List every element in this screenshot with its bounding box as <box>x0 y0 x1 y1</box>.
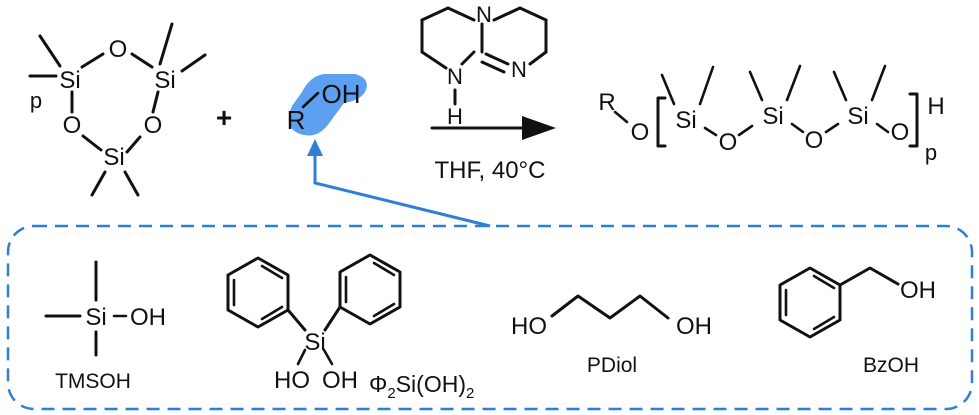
product-o-3: O <box>805 127 824 154</box>
tbd-h: H <box>447 104 463 129</box>
bzoh-structure: OH BzOH <box>778 266 936 377</box>
initiator-highlight <box>288 74 367 136</box>
pdiol-structure: HO OH PDiol <box>511 294 712 377</box>
diphenylsilanediol-structure: Si HO OH Φ2Si(OH)2 <box>226 253 474 402</box>
monomer-repeat-p: p <box>30 88 42 113</box>
product-repeat-p: p <box>925 140 937 165</box>
ph2si-name: Φ2Si(OH)2 <box>369 371 474 402</box>
bzoh-oh: OH <box>900 277 936 304</box>
tbd-n-left: N <box>447 64 463 89</box>
product-h: H <box>927 93 944 120</box>
polysiloxane-product: R O Si O Si O Si O H p <box>598 64 945 165</box>
monomer-si-right: Si <box>154 67 175 94</box>
product-o-1: O <box>631 119 650 146</box>
ph2si-oh: OH <box>322 367 358 394</box>
monomer-si-left: Si <box>59 67 80 94</box>
monomer-o-right: O <box>144 112 163 139</box>
ph2si-ho: HO <box>274 367 310 394</box>
reaction-conditions: THF, 40°C <box>435 157 546 184</box>
product-si-3: Si <box>847 103 868 130</box>
pdiol-ho: HO <box>511 313 547 340</box>
tmsoh-si: Si <box>85 304 106 331</box>
monomer-si-bottom: Si <box>103 144 124 171</box>
product-r: R <box>598 89 615 116</box>
pdiol-name: PDiol <box>587 354 637 377</box>
cyclotrisiloxane-monomer: Si O Si O O Si p <box>28 22 207 197</box>
tmsoh-name: TMSOH <box>55 370 131 393</box>
initiator-pointer-arrow <box>307 139 491 228</box>
initiator-r: R <box>287 105 306 135</box>
tbd-n-top: N <box>476 2 492 27</box>
product-si-1: Si <box>675 107 696 134</box>
initiator-options-box <box>6 224 974 411</box>
initiator-oh: OH <box>322 79 361 109</box>
tmsoh-structure: Si OH TMSOH <box>44 260 166 393</box>
pdiol-oh: OH <box>676 313 712 340</box>
product-si-2: Si <box>762 103 783 130</box>
tbd-catalyst: N N N H <box>420 2 548 129</box>
plus-sign: + <box>216 102 232 133</box>
product-o-4: O <box>891 119 910 146</box>
initiator-roh: R OH <box>287 74 367 136</box>
tmsoh-oh: OH <box>130 304 166 331</box>
monomer-o-left: O <box>63 112 82 139</box>
reaction-arrow <box>430 116 556 140</box>
monomer-o-top: O <box>109 36 128 63</box>
product-o-2: O <box>719 129 738 156</box>
bzoh-name: BzOH <box>863 354 919 377</box>
tbd-n-right: N <box>511 57 527 82</box>
ph2si-si: Si <box>304 329 325 356</box>
